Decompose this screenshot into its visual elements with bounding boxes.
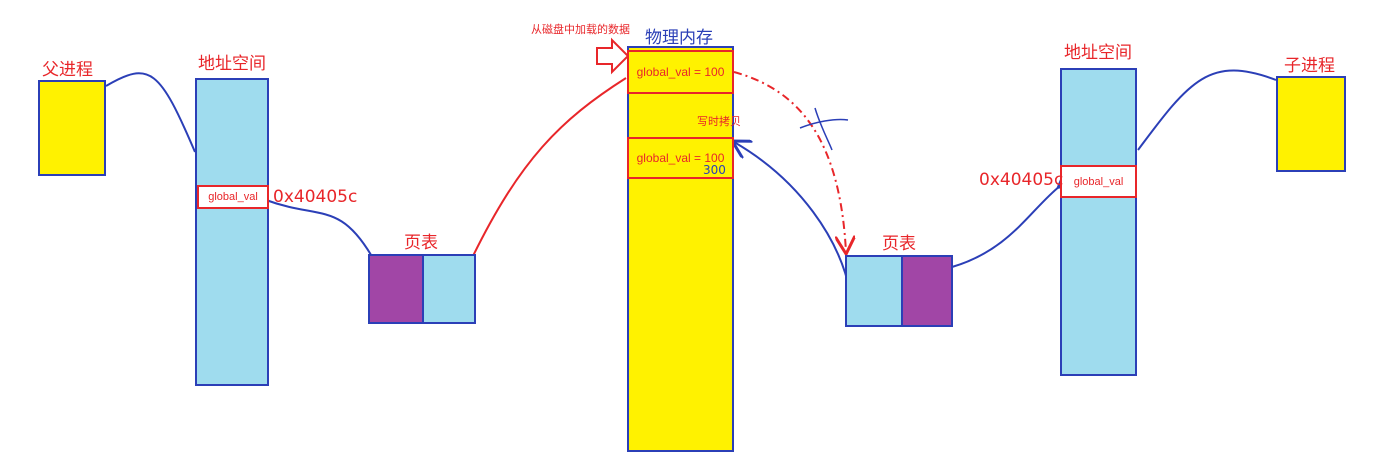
child-var-to-page-table-line	[951, 186, 1060, 268]
parent-address-space-label: 地址空间	[198, 54, 266, 74]
physical-new-value: 300	[703, 163, 726, 177]
parent-global-val-text: global_val	[208, 191, 258, 203]
disk-load-label: 从磁盘中加载的数据	[531, 23, 630, 36]
child-global-val-cell: global_val	[1060, 165, 1137, 198]
child-process-box	[1276, 76, 1346, 172]
cross-out-mark	[799, 107, 849, 151]
physical-original-cell: global_val = 100	[627, 50, 734, 94]
child-page-table-to-copy-arrow	[734, 142, 851, 293]
child-process-label: 子进程	[1284, 56, 1335, 76]
parent-global-val-cell: global_val	[197, 185, 269, 209]
parent-page-table-left-cell	[368, 254, 424, 324]
physical-copied-text: global_val = 100	[636, 151, 725, 165]
parent-page-table-to-memory-arrow	[472, 77, 627, 258]
parent-to-address-space-line	[105, 72, 196, 153]
child-address-space-box	[1060, 68, 1137, 376]
child-page-table-right-cell	[901, 255, 953, 327]
physical-memory-box	[627, 46, 734, 452]
parent-var-to-page-table-line	[266, 200, 375, 261]
parent-page-table-right-cell	[422, 254, 476, 324]
parent-address-space-box	[195, 78, 269, 386]
parent-address-value: 0x40405c	[273, 187, 358, 207]
child-global-val-text: global_val	[1073, 175, 1124, 188]
physical-copied-cell: global_val = 100	[627, 137, 734, 179]
child-page-table-label: 页表	[882, 234, 916, 254]
physical-memory-label: 物理内存	[645, 28, 713, 48]
child-address-space-label: 地址空间	[1064, 43, 1132, 63]
physical-original-text: global_val = 100	[636, 65, 725, 79]
parent-process-box	[38, 80, 106, 176]
old-mapping-dashed-line	[733, 71, 846, 252]
child-to-address-space-line	[1137, 69, 1277, 151]
copy-on-write-label: 写时拷贝	[697, 115, 741, 128]
parent-process-label: 父进程	[42, 60, 93, 80]
child-page-table-left-cell	[845, 255, 903, 327]
disk-load-arrow	[596, 37, 630, 75]
child-address-value: 0x40405c	[979, 170, 1064, 190]
parent-page-table-label: 页表	[404, 233, 438, 253]
